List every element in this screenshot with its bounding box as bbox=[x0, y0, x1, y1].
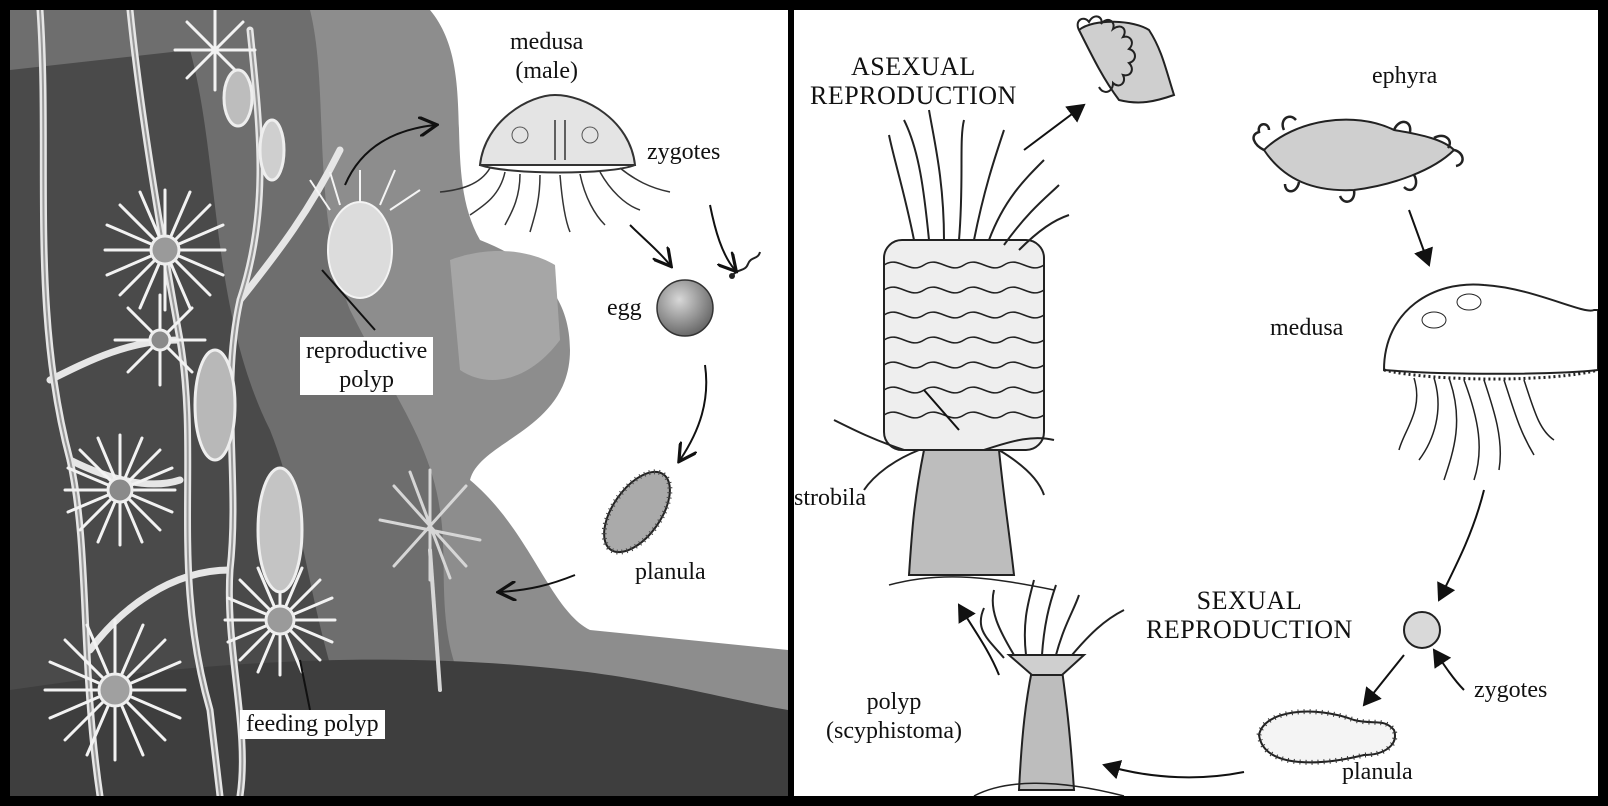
label-medusa-line1: medusa bbox=[510, 28, 583, 57]
label-zygotes-left: zygotes bbox=[647, 138, 720, 167]
label-polyp-line2: (scyphistoma) bbox=[826, 717, 962, 746]
label-asexual-line1: ASEXUAL bbox=[810, 52, 1017, 81]
label-feeding-polyp: feeding polyp bbox=[240, 710, 385, 739]
egg-illustration bbox=[657, 280, 713, 336]
label-medusa-male: medusa (male) bbox=[510, 28, 583, 86]
zygote-illustration bbox=[1404, 612, 1440, 648]
label-medusa-line2: (male) bbox=[510, 57, 583, 86]
label-zygotes-right: zygotes bbox=[1474, 676, 1547, 705]
scyphozoan-life-cycle-panel: ASEXUAL REPRODUCTION ephyra medusa strob… bbox=[794, 10, 1598, 796]
label-reproductive-line1: reproductive bbox=[306, 337, 427, 366]
zygote-sperm-illustration bbox=[732, 252, 760, 276]
label-strobila: strobila bbox=[794, 484, 866, 513]
label-ephyra: ephyra bbox=[1372, 62, 1437, 91]
label-egg: egg bbox=[607, 294, 642, 323]
label-sexual-line2: REPRODUCTION bbox=[1146, 615, 1353, 644]
label-reproductive-line2: polyp bbox=[306, 366, 427, 395]
label-asexual-reproduction: ASEXUAL REPRODUCTION bbox=[810, 52, 1017, 110]
label-sexual-line1: SEXUAL bbox=[1146, 586, 1353, 615]
hydrozoan-illustration bbox=[10, 10, 788, 796]
label-reproductive-polyp: reproductive polyp bbox=[300, 337, 433, 395]
ephyra-illustration bbox=[1254, 117, 1463, 202]
medusa-illustration bbox=[1384, 284, 1598, 480]
strobila-illustration bbox=[834, 110, 1069, 590]
label-polyp-line1: polyp bbox=[826, 688, 962, 717]
planula-illustration bbox=[591, 461, 683, 564]
hydrozoan-life-cycle-panel: medusa (male) zygotes egg reproductive p… bbox=[10, 10, 788, 796]
label-sexual-reproduction: SEXUAL REPRODUCTION bbox=[1146, 586, 1353, 644]
released-ephyra-illustration bbox=[1078, 16, 1174, 102]
label-medusa-right: medusa bbox=[1270, 314, 1343, 343]
label-polyp-scyphistoma: polyp (scyphistoma) bbox=[826, 688, 962, 746]
label-planula-right: planula bbox=[1342, 758, 1413, 787]
label-asexual-line2: REPRODUCTION bbox=[810, 81, 1017, 110]
polyp-scyphistoma-illustration bbox=[974, 580, 1124, 796]
planula-illustration bbox=[1259, 712, 1395, 763]
medusa-male-illustration bbox=[440, 95, 670, 232]
label-planula-left: planula bbox=[635, 558, 706, 587]
